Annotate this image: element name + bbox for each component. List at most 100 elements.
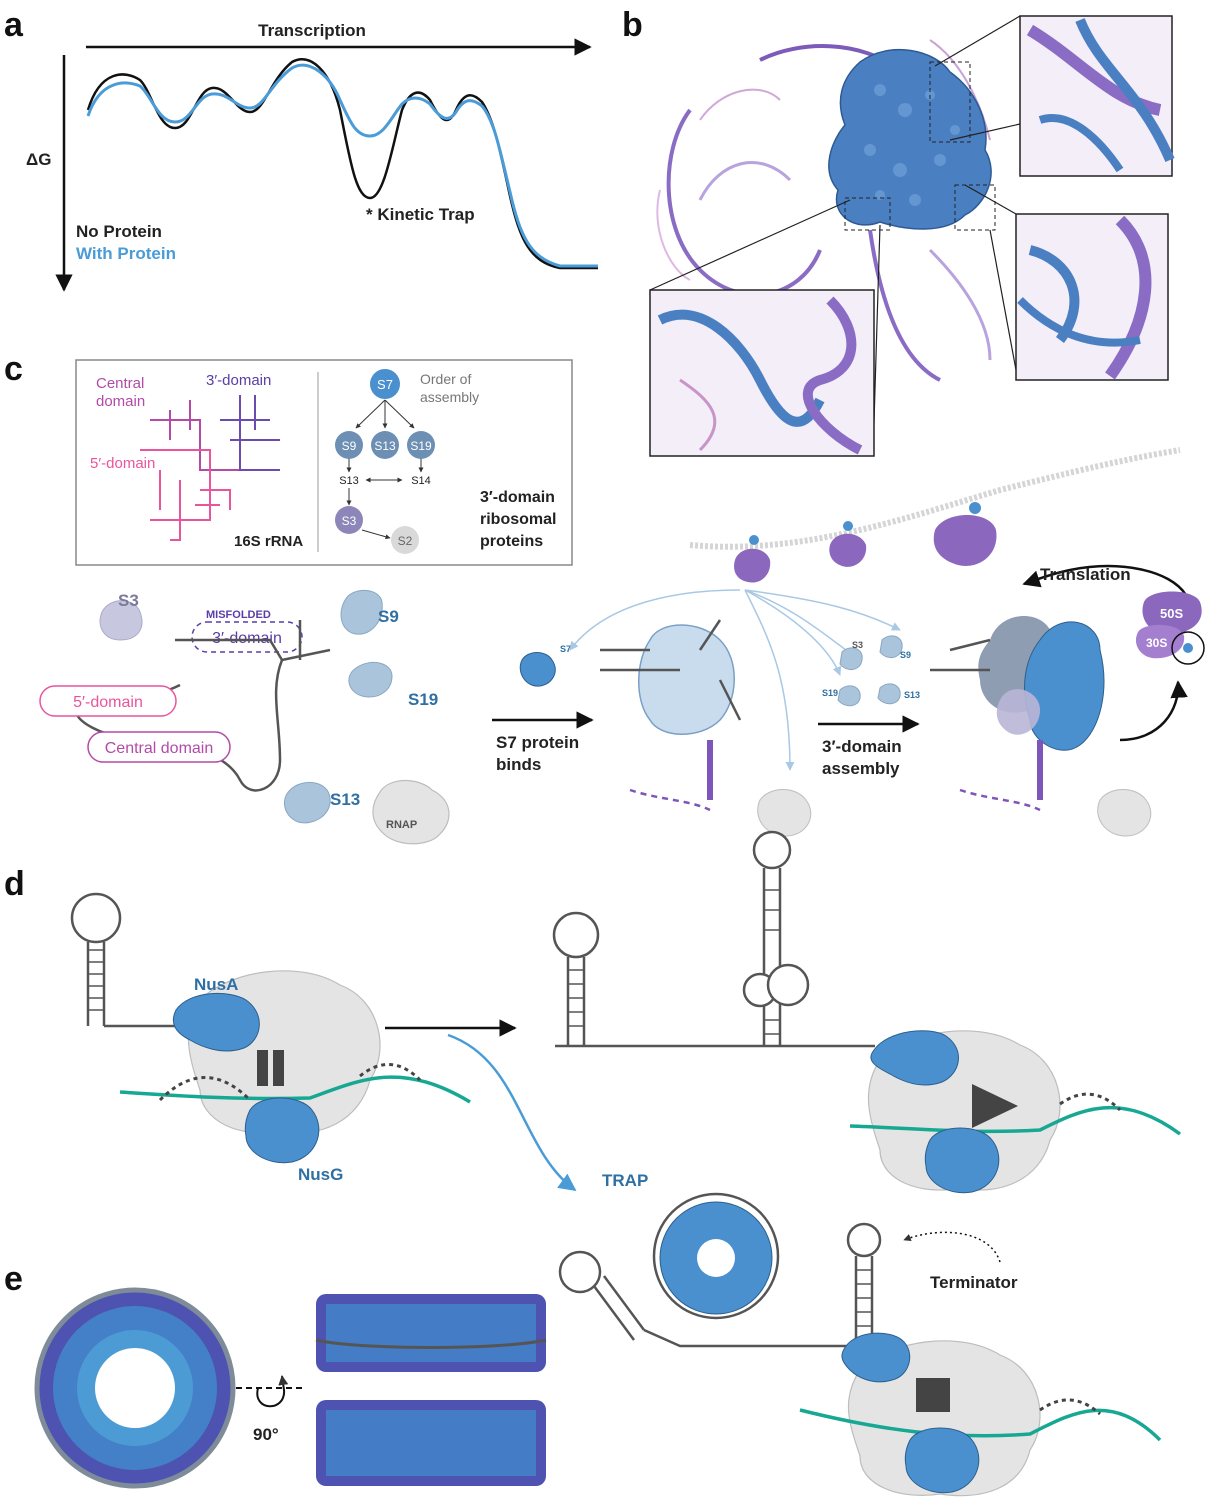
- central-domain-box: [87, 731, 231, 763]
- order-label-2: assembly: [420, 389, 479, 405]
- three-prime-domain-label: 3′-domain: [206, 372, 271, 389]
- misfolded-domain-box: [191, 621, 303, 653]
- legend-no-protein: No Protein: [76, 222, 162, 241]
- panel-c: c Central domain 3′-domain 5′-domain 16S…: [4, 350, 1205, 845]
- small-s3-label: S3: [852, 640, 863, 650]
- with-protein-energy-curve: [86, 63, 598, 268]
- translating-ribosomes: [734, 502, 997, 583]
- node-s14-label: S14: [411, 475, 431, 487]
- rp-label-1: 3′-domain: [480, 489, 555, 506]
- small-s9-shape: [879, 635, 903, 658]
- zoom-box-bottom: [844, 197, 891, 231]
- s9-protein-shape: [340, 589, 383, 635]
- rnap-shape: [372, 780, 450, 845]
- node-s7-label: S7: [377, 377, 393, 392]
- trap-arrow: [447, 1033, 577, 1192]
- small-s13-label: S13: [904, 690, 920, 700]
- unfolded-rrna-stems: [175, 620, 331, 662]
- rnap-label: RNAP: [386, 819, 417, 831]
- paused-complex: [70, 892, 471, 1164]
- central-domain-label-1: Central: [96, 375, 144, 392]
- node-s13: [371, 431, 399, 459]
- small-s19-label: S19: [822, 688, 838, 698]
- no-protein-energy-curve: [86, 58, 598, 270]
- to-ribosome-arrow: [1119, 680, 1188, 742]
- s7-on-30s: [1183, 643, 1193, 653]
- node-s13-b-label: S13: [339, 475, 359, 487]
- assembly-order-graph: [335, 369, 435, 554]
- unfolded-rrna-strand: [74, 659, 284, 792]
- s13-label: S13: [330, 790, 360, 809]
- ribosome-30s-label: 30S: [1146, 636, 1167, 650]
- five-prime-domain-label: 5′-domain: [90, 455, 155, 472]
- s7-binds-label-2: binds: [496, 755, 541, 774]
- trap-complex: [558, 1192, 1162, 1497]
- kinetic-trap-label: * Kinetic Trap: [366, 205, 475, 224]
- mrna-strand: [689, 447, 1181, 550]
- small-s9-label: S9: [900, 650, 911, 660]
- zoom-inset-top-right: [1019, 15, 1175, 177]
- misfolded-domain-label: 3′-domain: [212, 630, 282, 647]
- small-s19-shape: [837, 685, 861, 707]
- node-s2-label: S2: [398, 534, 413, 548]
- s7-small-protein: [519, 652, 556, 687]
- zoom-inset-bottom: [649, 289, 875, 457]
- transcription-label: Transcription: [258, 21, 366, 40]
- ribosome-50s-label: 50S: [1160, 606, 1183, 621]
- terminator-label: Terminator: [930, 1273, 1018, 1292]
- panel-letter-c: c: [4, 350, 23, 388]
- intermediate-complex: [600, 619, 812, 837]
- panel-letter-b: b: [622, 6, 643, 44]
- node-s19-label: S19: [410, 439, 432, 453]
- translation-arrow: [1022, 564, 1188, 596]
- s19-label: S19: [408, 690, 438, 709]
- s3-protein-shape: [99, 600, 143, 641]
- terminator-pointer: [903, 1231, 1001, 1263]
- node-s3: [335, 506, 363, 534]
- rotation-label: 90°: [253, 1425, 279, 1444]
- node-s2: [391, 526, 419, 554]
- s7-binds-label-1: S7 protein: [496, 733, 579, 752]
- assembly-label-2: assembly: [822, 759, 900, 778]
- delta-g-label: ΔG: [26, 150, 51, 169]
- trap-ring-top-view: [34, 1287, 236, 1489]
- s13-protein-shape: [283, 782, 331, 824]
- zoom-box-right: [954, 184, 996, 231]
- elongating-complex: [552, 830, 1182, 1194]
- small-s13-shape: [877, 683, 901, 705]
- inset-box: [75, 359, 573, 566]
- order-label-1: Order of: [420, 371, 471, 387]
- panel-e: e 90°: [4, 1260, 547, 1489]
- five-prime-domain-box: [39, 685, 177, 717]
- central-domain-label-2: domain: [96, 393, 145, 410]
- zoom-connectors: [649, 15, 1021, 456]
- panel-letter-e: e: [4, 1260, 23, 1298]
- s9-label: S9: [378, 607, 399, 626]
- small-s3-shape: [839, 647, 863, 670]
- panel-letter-a: a: [4, 6, 24, 44]
- rp-label-3: proteins: [480, 533, 543, 550]
- five-prime-domain-box-label: 5′-domain: [73, 694, 143, 711]
- node-s13-label: S13: [374, 439, 396, 453]
- node-s9-label: S9: [342, 439, 357, 453]
- assembly-label-1: 3′-domain: [822, 737, 902, 756]
- trap-label: TRAP: [602, 1171, 648, 1190]
- node-s3-label: S3: [342, 514, 357, 528]
- s19-protein-shape: [348, 661, 393, 698]
- panel-letter-d: d: [4, 865, 25, 903]
- panel-d: d NusA NusG: [4, 830, 1182, 1497]
- assembled-complex: [930, 616, 1152, 837]
- central-domain-box-label: Central domain: [105, 740, 214, 757]
- s3-label: S3: [118, 591, 139, 610]
- 16s-rrna-schematic: [140, 395, 280, 541]
- legend-with-protein: With Protein: [76, 244, 176, 263]
- 30s-highlight-circle: [1171, 631, 1205, 665]
- rotation-arrow: [256, 1375, 289, 1408]
- node-s9: [335, 431, 363, 459]
- zoom-box-top: [929, 61, 971, 143]
- rp-label-2: ribosomal: [480, 511, 556, 528]
- nusa-label: NusA: [194, 975, 238, 994]
- node-s7: [370, 369, 400, 399]
- protein-surface: [828, 48, 992, 230]
